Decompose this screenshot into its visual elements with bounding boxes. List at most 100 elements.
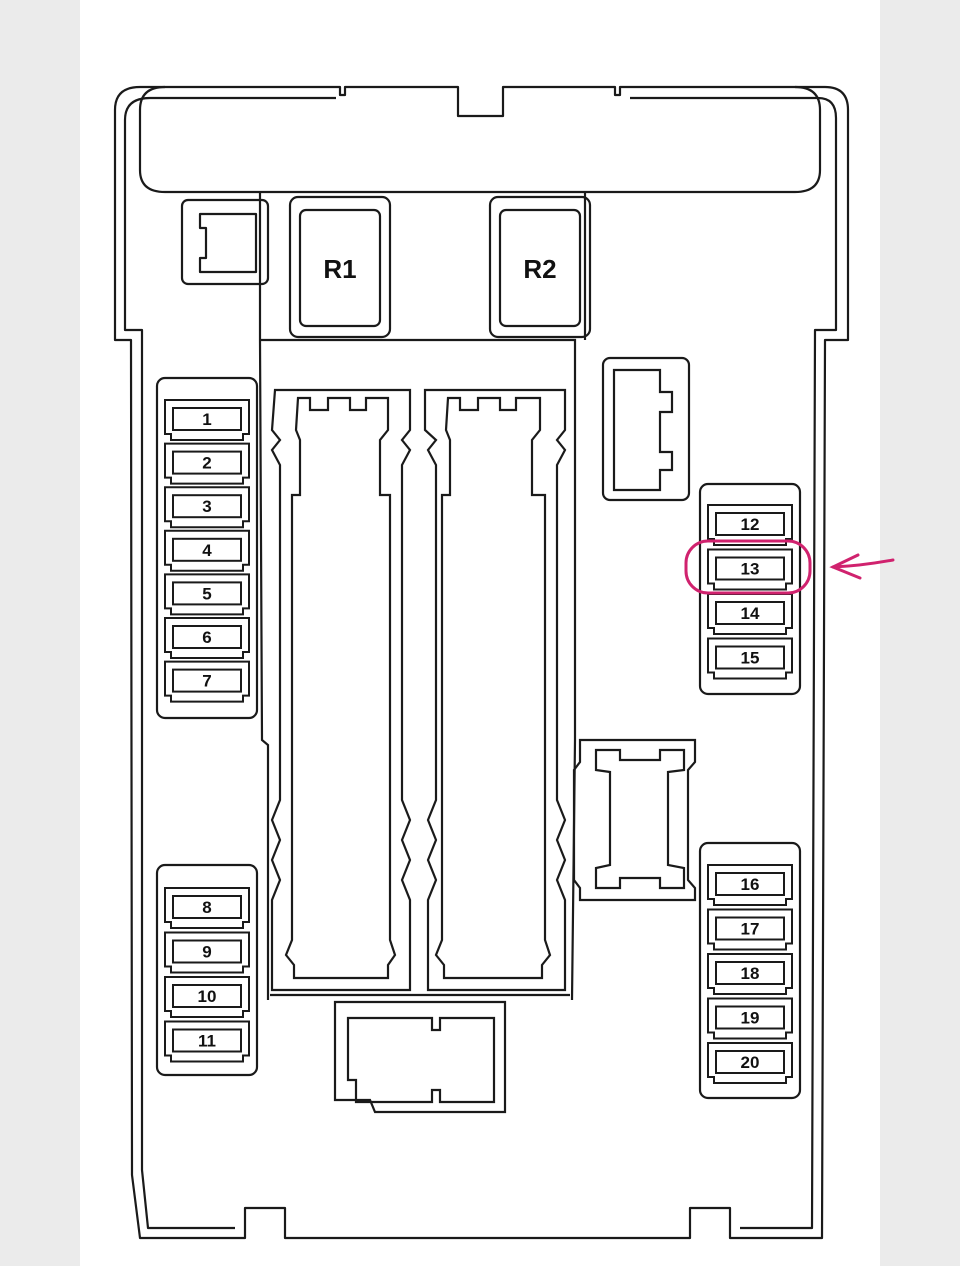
relay-r2-label: R2 [523, 254, 556, 284]
fuse-body [172, 984, 242, 1008]
fuse-label: 1 [202, 410, 211, 429]
fuse-8: 8 [164, 887, 250, 929]
fuse-label: 4 [202, 541, 212, 560]
top-right-connector [601, 356, 691, 502]
fuse-body [172, 537, 242, 562]
fuse-label: 16 [741, 875, 760, 894]
housing [113, 85, 850, 1240]
bottom-connector [333, 1000, 507, 1114]
fuse-label: 17 [741, 920, 760, 939]
fuse-slot [707, 1042, 793, 1084]
fuse-slot [707, 864, 793, 906]
fuse-16: 16 [707, 864, 793, 906]
fuse-slot [164, 660, 250, 703]
fuse-20: 20 [707, 1042, 793, 1084]
fuse-label: 11 [198, 1032, 216, 1051]
fuse-5: 5 [164, 573, 250, 616]
fuse-14: 14 [707, 593, 793, 635]
fuse-7: 7 [164, 660, 250, 703]
housing-outline [113, 85, 850, 1240]
fuse-slot [707, 997, 793, 1040]
fuse-label: 19 [741, 1009, 760, 1028]
small-connector [180, 198, 270, 286]
h-connector [572, 738, 697, 902]
slot-right-outer [423, 388, 567, 992]
fuse-body [172, 668, 242, 693]
fuse-slot [164, 529, 250, 572]
fuse-10: 10 [164, 976, 250, 1018]
fuse-body [172, 625, 242, 649]
fuse-label: 20 [741, 1053, 760, 1072]
fuse-15: 15 [707, 637, 793, 680]
fuse-label: 2 [202, 454, 211, 473]
fuse-label: 15 [741, 649, 760, 668]
fuse-label: 12 [741, 515, 760, 534]
fuse-slot [707, 548, 793, 591]
fuse-label: 10 [198, 987, 217, 1006]
fuse-4: 4 [164, 529, 250, 572]
fuse-slot [707, 637, 793, 680]
slot-right-inner [434, 396, 552, 980]
fuse-label: 7 [202, 672, 211, 691]
relay-group [288, 195, 592, 339]
fuse-slot [707, 504, 793, 546]
fuse-label: 3 [202, 497, 211, 516]
fuse-slot [707, 953, 793, 995]
fuse-body [715, 556, 785, 581]
fuse-slot [164, 442, 250, 485]
fuse-slot [164, 399, 250, 441]
fuse-9: 9 [164, 931, 250, 974]
arrow-head-icon [829, 553, 862, 580]
fuse-6: 6 [164, 617, 250, 659]
relay-r2 [498, 208, 582, 328]
fuse-label: 14 [741, 604, 760, 623]
fuse-body [715, 1005, 785, 1030]
fuse-block-housings [155, 376, 802, 1100]
fuse-body [715, 1050, 785, 1074]
arrow-shaft [831, 558, 895, 569]
long-slots [270, 388, 570, 997]
fuse-17: 17 [707, 908, 793, 951]
fuse-body [715, 916, 785, 941]
fuse-label: 8 [202, 898, 211, 917]
fuse-slot [164, 486, 250, 529]
fuse-1: 1 [164, 399, 250, 441]
fuse-body [172, 895, 242, 919]
fuse-12: 12 [707, 504, 793, 546]
top-channel [138, 85, 822, 194]
fuse-slot [164, 617, 250, 659]
fuse-3: 3 [164, 486, 250, 529]
fuse-slot [164, 976, 250, 1018]
fuse-slot [164, 887, 250, 929]
fuse-block-left-lower [155, 863, 259, 1077]
fuse-13: 13 [707, 548, 793, 591]
fuse-label: 5 [202, 584, 211, 603]
fuse-body [715, 512, 785, 536]
fuse-slot [164, 573, 250, 616]
fuse-slot [164, 1020, 250, 1063]
fuse-18: 18 [707, 953, 793, 995]
fuse-label: 18 [741, 964, 760, 983]
fuse-body [715, 872, 785, 896]
highlight-circle [684, 539, 812, 595]
highlight-annotation [684, 539, 895, 595]
fuse-body [715, 645, 785, 670]
relay-r2-housing [488, 195, 592, 339]
slot-left-inner [284, 396, 397, 980]
fuse-2: 2 [164, 442, 250, 485]
fuse-body [172, 581, 242, 606]
slot-left-outer [270, 388, 412, 992]
fuse-11: 11 [164, 1020, 250, 1063]
relay-r1 [298, 208, 382, 328]
fuse-body [172, 450, 242, 475]
fuse-body [172, 407, 242, 431]
fuse-slot [164, 931, 250, 974]
fuse-label: 13 [741, 560, 760, 579]
fuse-label: 9 [202, 943, 211, 962]
fuse-body [172, 494, 242, 519]
top-channel-inner [258, 192, 587, 340]
fuse-block-left-upper [155, 376, 259, 720]
